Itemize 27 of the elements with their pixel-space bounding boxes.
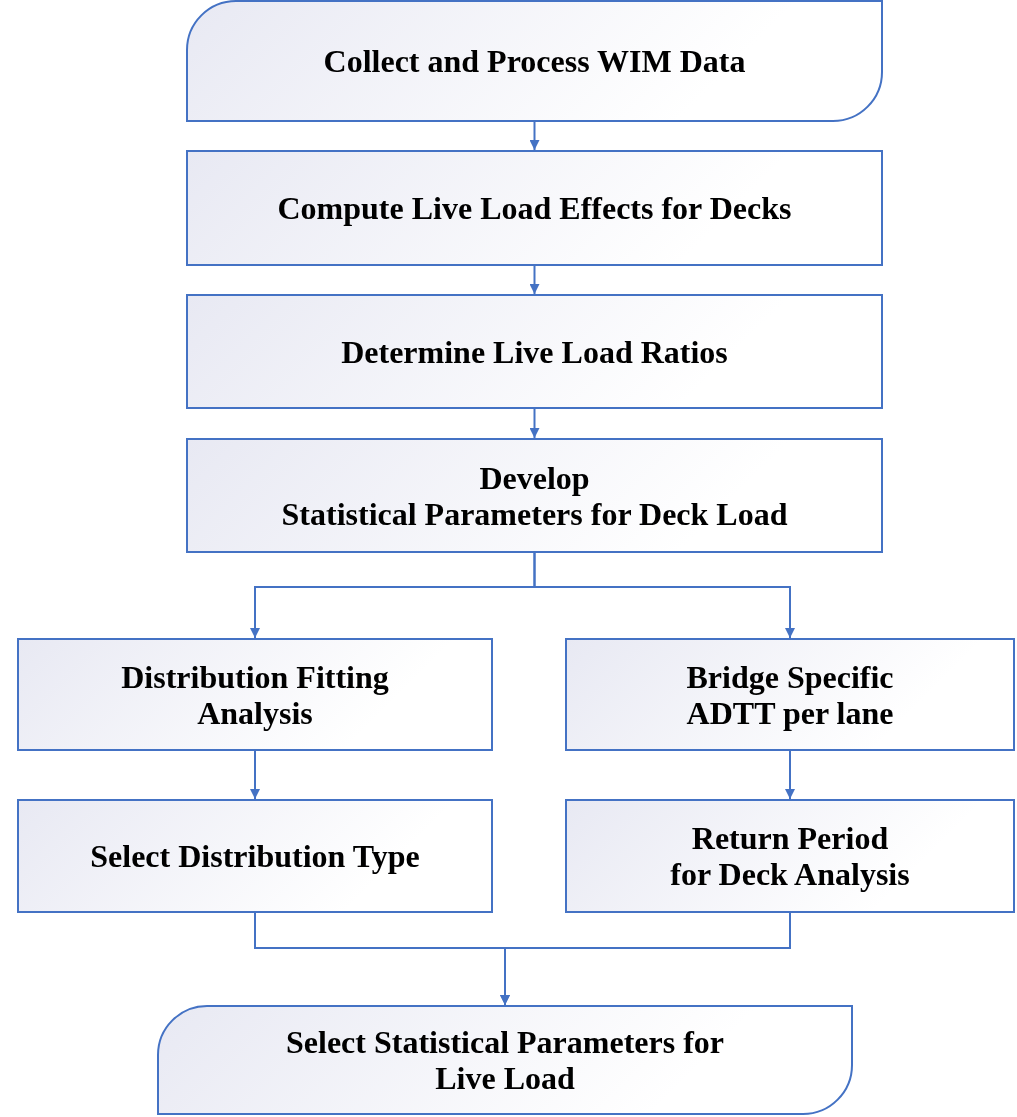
step-label: Return Period [691, 820, 889, 856]
step-label: for Deck Analysis [670, 856, 910, 892]
arrow [529, 408, 540, 439]
step-label: Compute Live Load Effects for Decks [277, 190, 792, 226]
step-label: Bridge Specific ADTT per lane [685, 658, 895, 731]
process-box [565, 638, 1015, 751]
step-label: Develop [479, 459, 590, 496]
arrow [500, 912, 791, 1006]
arrow [533, 552, 795, 639]
step-label: Collect and Process WIM Data [323, 43, 746, 79]
arrow [250, 750, 260, 800]
process-box [186, 0, 883, 122]
step-label: Distribution Fitting Analysis [120, 658, 390, 731]
step-label: Select Statistical Parameters for Live Load [285, 1024, 725, 1096]
arrow [529, 265, 540, 295]
step-label: Determine Live Load Ratios [341, 333, 728, 370]
process-box [17, 799, 493, 913]
step-label: Statistical Parameters for Deck Load [281, 495, 788, 532]
arrow [529, 121, 540, 151]
process-box [186, 438, 883, 553]
step-label: Select Distribution Type [90, 838, 420, 874]
process-box [17, 638, 493, 751]
process-box [186, 294, 883, 409]
process-box [157, 1005, 853, 1115]
process-box [565, 799, 1015, 913]
arrow [785, 750, 795, 800]
process-box [186, 150, 883, 266]
